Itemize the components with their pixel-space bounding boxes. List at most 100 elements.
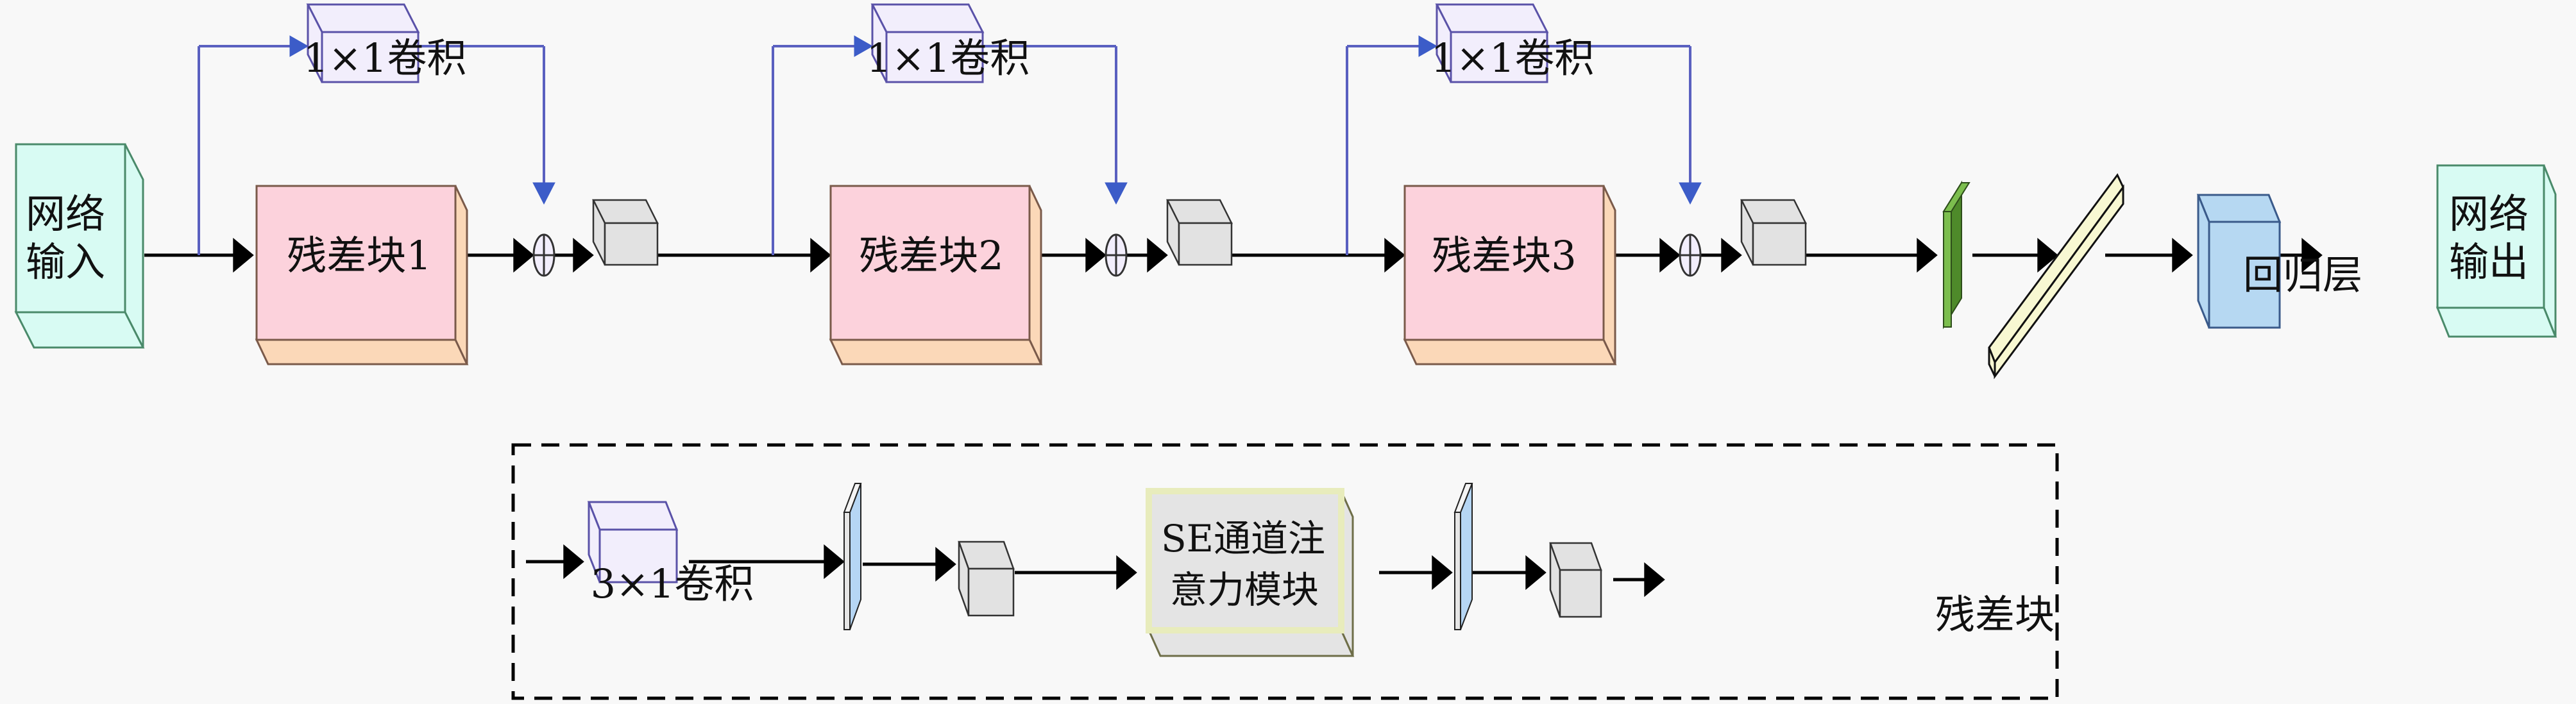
residual-block-2-bottom-face [829,339,1043,365]
skip-arrow-3 [1418,35,1438,57]
flatten-layer [1988,173,2124,380]
bn2-top [1453,483,1473,513]
arrow-add2-to-feature-head [1147,237,1168,273]
detail-conv-front-face [598,528,678,583]
regression-layer-top-face [2196,194,2282,223]
residual-block-3-side-face [1602,185,1616,365]
skip-arrow-down-1 [532,182,555,205]
skip-arrow-1 [289,35,309,57]
residual-block-1-bottom-face [255,339,469,365]
residual-block-1-label: 残差块1 [287,232,431,279]
arrow-to-output-head [2301,237,2323,273]
detail-feature-2-front-face [1559,569,1602,618]
dense-top [1942,182,1970,212]
detail-feature-1-front-face [967,567,1015,617]
arrow-feature2-to-res3-head [1384,237,1405,273]
detail-arrow-bn-to-feature-head [935,546,956,582]
input-block [14,143,145,349]
dense-layer [1942,180,1970,330]
feature-map-1 [591,199,659,266]
shortcut-conv-2-front-face [885,31,984,83]
arrow-add1-to-feature-head [573,237,594,273]
input-label-line2: 输入 [26,239,105,285]
dense-front [1943,211,1952,328]
residual-block-3-front-face [1403,185,1605,341]
add-node-3 [1679,233,1702,277]
residual-block-3 [1403,185,1617,365]
output-block-front-face [2436,164,2545,309]
detail-conv-top-face [587,501,679,531]
labels: 网络 输入 残差块1 残差块2 残差块3 1×1卷积 1×1卷积 1×1卷积 回… [26,35,2529,638]
regression-layer [2196,194,2282,329]
arrow-feature1-to-res2-head [810,237,831,273]
arrow-to-flatten-head [2037,237,2058,273]
residual-block-1-front-face [255,185,457,341]
detail-arrow-out-head [1644,562,1665,598]
residual-block-2-label: 残差块2 [859,232,1003,279]
bn2-front [1454,512,1461,630]
arrow-to-dense-head [1917,237,1938,273]
arrow-to-regression-head [2172,237,2193,273]
detail-arrow-to-se-head [1116,555,1137,591]
skip-arrow-down-3 [1679,182,1702,205]
detail-arrow-in-head [563,544,584,580]
se-module-bottom-face [1147,629,1355,657]
residual-block-1 [255,185,469,365]
residual-block-2-side-face [1028,185,1042,365]
flatten-face [1988,173,2124,365]
se-module-label-line1: SE通道注 [1161,517,1325,560]
connection-lines [144,45,2309,582]
detail-conv [587,501,679,583]
residual-block-2 [829,185,1043,365]
bn1-top [843,483,862,513]
regression-layer-front-face [2208,221,2281,329]
input-label-line1: 网络 [26,190,105,237]
arrow-res1-to-add-head [513,237,534,273]
detail-feature-1 [958,541,1015,617]
output-block [2436,164,2557,338]
residual-block-1-side-face [454,185,468,365]
shortcut-conv-3-front-face [1450,31,1548,83]
skip-arrow-down-2 [1105,182,1128,205]
output-block-bottom-face [2436,306,2557,338]
shortcut-conv-2-top-face [870,3,985,33]
feature-map-3-front-face [1752,222,1807,266]
detail-arrow-conv-to-bn-head [824,544,845,580]
se-module-frame [1146,488,1344,633]
input-block-front-face [15,143,126,314]
input-block-bottom-face [14,311,145,349]
skip-arrow-2 [854,35,874,57]
detail-panel-border [511,443,2059,700]
detail-feature-2 [1549,542,1602,618]
arrow-res3-to-add-head [1659,237,1681,273]
add-node-1 [532,233,555,277]
shortcut-conv-2 [870,3,985,83]
feature-map-2-front-face [1178,222,1233,266]
residual-block-3-label: 残差块3 [1432,232,1576,279]
bn1-front [843,512,851,630]
residual-block-2-front-face [829,185,1031,341]
add-node-2 [1105,233,1128,277]
detail-arrow-se-to-bn-head [1432,555,1453,591]
arrow-input-to-res1-head [233,237,254,273]
batchnorm-layer-1 [843,483,862,630]
shortcut-conv-1 [306,3,420,83]
se-module-label-line2: 意力模块 [1170,568,1319,612]
shortcut-conv-3 [1435,3,1549,83]
output-label-line2: 输出 [2449,239,2529,285]
shortcut-conv-3-label: 1×1卷积 [1431,35,1595,81]
layer-shapes [14,3,2557,700]
shortcut-conv-1-label: 1×1卷积 [303,35,467,81]
arrow-add3-to-feature-head [1721,237,1742,273]
detail-panel-caption: 残差块 [1935,591,2055,638]
feature-map-3 [1740,199,1808,266]
feature-map-1-front-face [604,222,659,266]
shortcut-conv-1-front-face [321,31,419,83]
regression-layer-label: 回归层 [2243,251,2362,298]
feature-map-2 [1165,199,1233,266]
flatten-side [1994,184,2124,380]
shortcut-conv-2-label: 1×1卷积 [867,35,1030,81]
output-label-line1: 网络 [2449,190,2529,237]
arrow-res2-to-add-head [1085,237,1106,273]
